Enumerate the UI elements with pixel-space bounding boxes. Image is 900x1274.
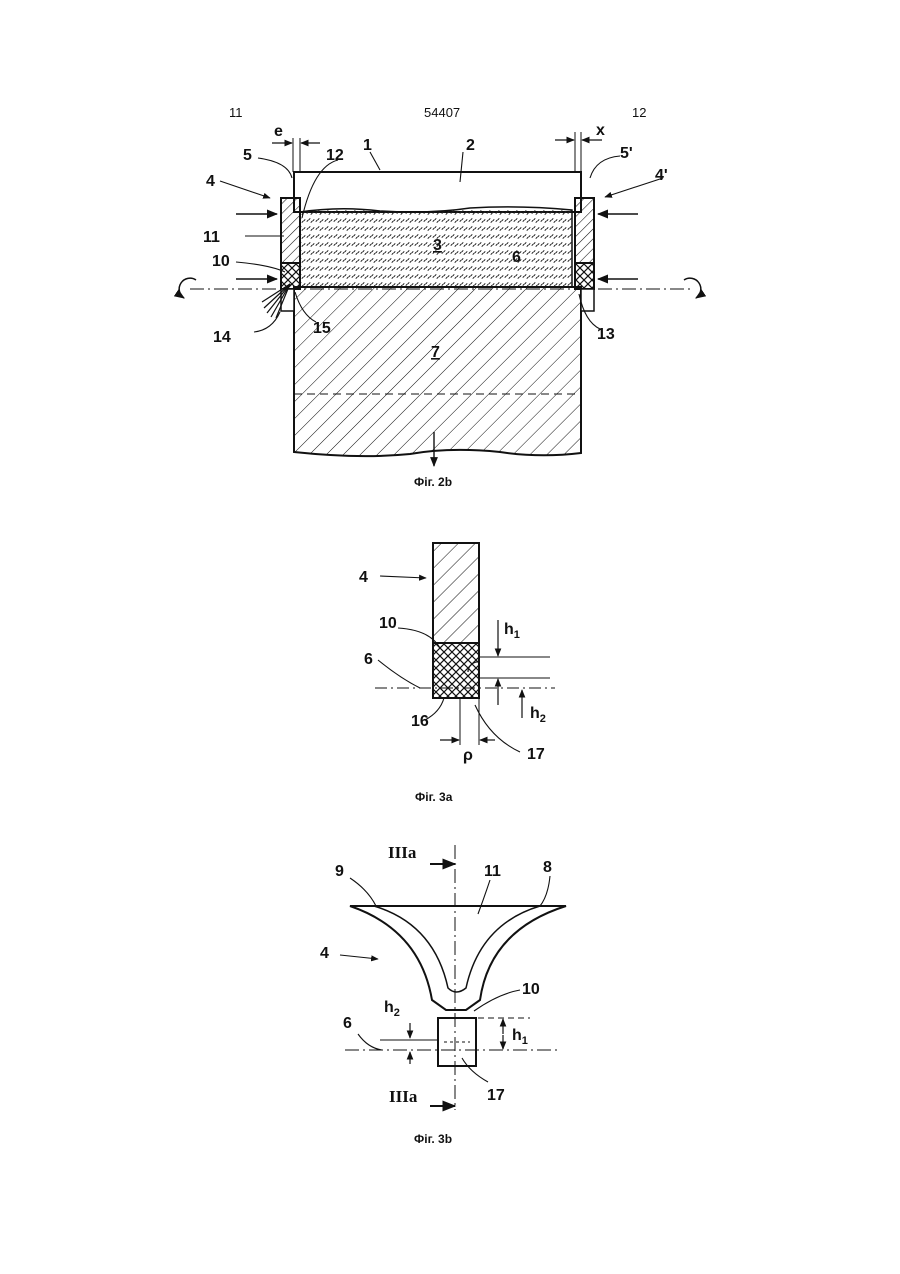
label-9: 9 xyxy=(335,863,344,880)
label-7: 7 xyxy=(431,344,440,361)
label-11: 11 xyxy=(484,863,501,880)
label-13: 13 xyxy=(597,326,615,343)
figure-3a: 4 10 6 16 17 h1 h2 ρ Фіг. 3a xyxy=(359,543,555,804)
label-10: 10 xyxy=(379,615,397,632)
label-11: 11 xyxy=(203,229,220,246)
figure-3b: IIIa IIIa 9 11 8 4 10 6 17 h2 h1 Фіг. 3b xyxy=(320,843,566,1146)
label-h2: h2 xyxy=(384,999,400,1019)
label-rho: ρ xyxy=(463,747,473,764)
label-5: 5 xyxy=(243,147,252,164)
label-x: x xyxy=(596,122,605,139)
caption-fig-3a: Фіг. 3a xyxy=(415,790,453,804)
right-insert xyxy=(575,263,594,289)
label-e: e xyxy=(274,123,283,140)
label-h1: h1 xyxy=(504,621,520,641)
caption-fig-2b: Фіг. 2b xyxy=(414,475,452,489)
figure-2b: e x 5 12 1 2 5' 4 4' 11 3 6 10 14 15 13 … xyxy=(179,122,701,489)
left-insert-10 xyxy=(281,263,300,289)
label-6: 6 xyxy=(364,651,373,668)
label-16: 16 xyxy=(411,713,429,730)
label-6: 6 xyxy=(343,1015,352,1032)
label-12: 12 xyxy=(326,147,344,164)
insert-10 xyxy=(433,643,479,698)
funnel-inner xyxy=(374,906,540,992)
label-4: 4 xyxy=(359,569,368,586)
label-17: 17 xyxy=(527,746,545,763)
right-mould-wall xyxy=(575,198,594,263)
label-4-prime: 4' xyxy=(655,167,668,184)
mould-top-part xyxy=(294,172,581,212)
label-section-top: IIIa xyxy=(388,843,417,862)
label-17: 17 xyxy=(487,1087,505,1104)
solid-ingot xyxy=(294,287,581,456)
label-4: 4 xyxy=(320,945,329,962)
label-6: 6 xyxy=(512,249,521,266)
label-10: 10 xyxy=(212,253,230,270)
rotation-arrow-right xyxy=(684,278,701,298)
label-3: 3 xyxy=(433,237,442,254)
left-mould-wall xyxy=(281,198,300,263)
rotation-arrow-left xyxy=(179,278,196,298)
label-2: 2 xyxy=(466,137,475,154)
caption-fig-3b: Фіг. 3b xyxy=(414,1132,452,1146)
label-1: 1 xyxy=(363,137,372,154)
label-h1: h1 xyxy=(512,1027,528,1047)
wall-segment xyxy=(433,543,479,643)
label-4: 4 xyxy=(206,173,215,190)
label-10: 10 xyxy=(522,981,540,998)
label-8: 8 xyxy=(543,859,552,876)
label-15: 15 xyxy=(313,320,331,337)
label-h2: h2 xyxy=(530,705,546,725)
label-5-prime: 5' xyxy=(620,145,633,162)
label-14: 14 xyxy=(213,329,231,346)
label-section-bottom: IIIa xyxy=(389,1087,418,1106)
